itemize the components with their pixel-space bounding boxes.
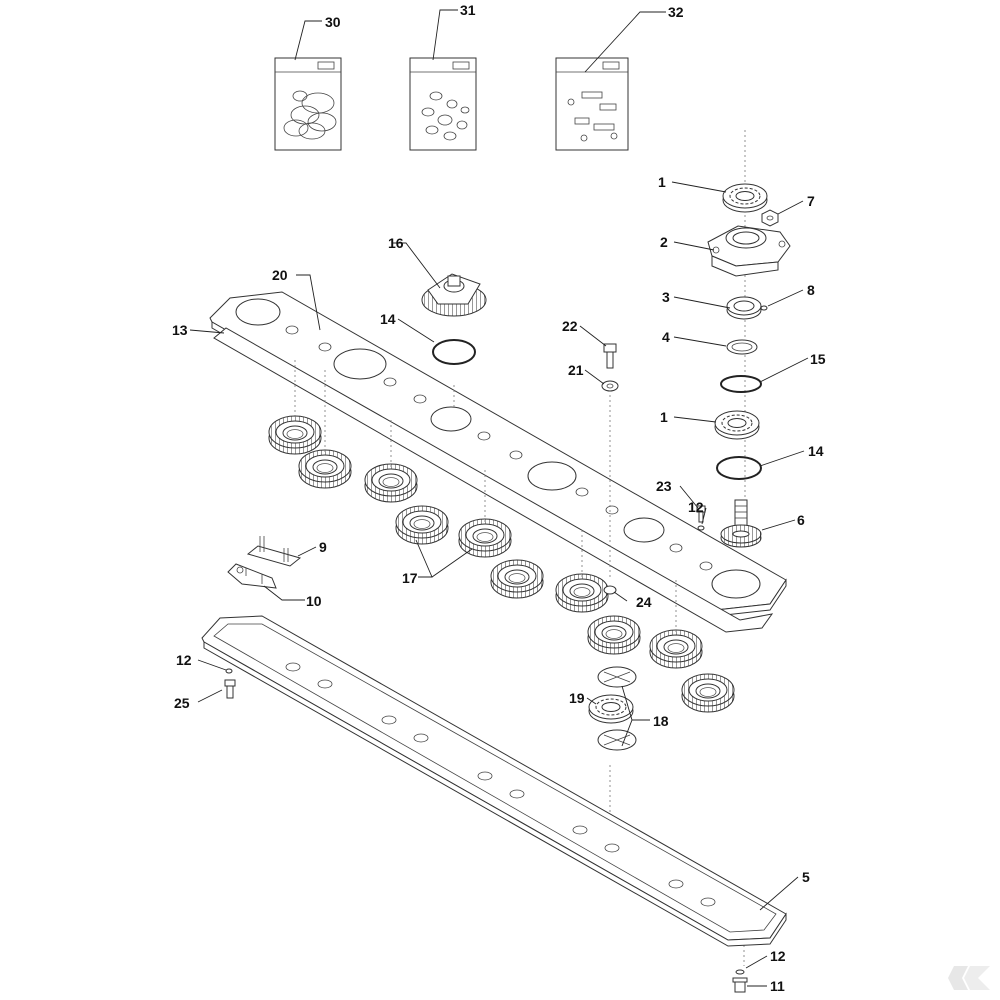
- callout-9: 9: [319, 539, 327, 555]
- bearing-1-lower: [714, 410, 760, 440]
- callout-24: 24: [636, 594, 652, 610]
- callout-1-lower: 1: [660, 409, 668, 425]
- callout-4: 4: [662, 329, 670, 345]
- callout-21: 21: [568, 362, 584, 378]
- callout-11: 11: [770, 978, 785, 994]
- bolt-25: [224, 679, 236, 699]
- callout-3: 3: [662, 289, 670, 305]
- washer-12c: [735, 969, 745, 975]
- seal-3: [726, 296, 762, 320]
- callout-20: 20: [272, 267, 288, 283]
- callout-25: 25: [174, 695, 190, 711]
- leader-lines: [189, 9, 809, 987]
- callout-2: 2: [660, 234, 668, 250]
- callout-10: 10: [306, 593, 322, 609]
- bracket-10: [227, 563, 277, 589]
- kit-bag-31: [409, 57, 477, 151]
- gasket-13: [213, 327, 774, 633]
- callout-31: 31: [460, 2, 476, 18]
- callout-16: 16: [388, 235, 404, 251]
- callout-23: 23: [656, 478, 672, 494]
- o-ring-14a: [432, 339, 476, 365]
- callout-12-left: 12: [176, 652, 192, 668]
- bolt-23: [696, 505, 706, 523]
- circlip-15: [720, 375, 762, 393]
- callout-13: 13: [172, 322, 188, 338]
- callout-18: 18: [653, 713, 669, 729]
- bolt-22: [603, 343, 617, 369]
- bearing-housing-2: [707, 225, 791, 277]
- o-ring-14b: [716, 456, 762, 480]
- callout-30: 30: [325, 14, 341, 30]
- bolt-11: [732, 977, 748, 993]
- callout-labels: 30 31 32 1 7 2 16 20 3 8 14 13 22 4 15 2…: [172, 2, 826, 994]
- callout-1-top: 1: [658, 174, 666, 190]
- callout-8: 8: [807, 282, 815, 298]
- kit-bag-32: [555, 57, 629, 151]
- callout-17: 17: [402, 570, 418, 586]
- spacer-4: [726, 339, 758, 355]
- nut-7: [761, 209, 779, 227]
- callout-15: 15: [810, 351, 826, 367]
- callout-22: 22: [562, 318, 578, 334]
- o-ring-8: [760, 305, 768, 311]
- callout-14-lower: 14: [808, 443, 824, 459]
- ring-24: [603, 585, 617, 595]
- washer-21: [601, 380, 619, 392]
- housing-plate-20: [209, 291, 787, 617]
- bearing-1-top: [722, 183, 768, 213]
- washer-12b: [225, 668, 233, 674]
- callout-6: 6: [797, 512, 805, 528]
- washer-12a: [697, 525, 705, 531]
- callout-32: 32: [668, 4, 684, 20]
- bracket-9: [246, 536, 302, 567]
- callout-5: 5: [802, 869, 810, 885]
- bearing-19: [588, 694, 634, 724]
- callout-12-bottom: 12: [770, 948, 786, 964]
- callout-19: 19: [569, 690, 585, 706]
- kit-bag-30: [274, 57, 342, 151]
- brand-logo-mark: [948, 966, 990, 990]
- callout-12-right: 12: [688, 499, 704, 515]
- bottom-cover-5: [201, 615, 787, 947]
- callout-14-upper: 14: [380, 311, 396, 327]
- shims-18: [597, 666, 637, 751]
- gear-hub-16: [421, 273, 487, 317]
- pinion-shaft-6: [720, 499, 762, 548]
- callout-7: 7: [807, 193, 815, 209]
